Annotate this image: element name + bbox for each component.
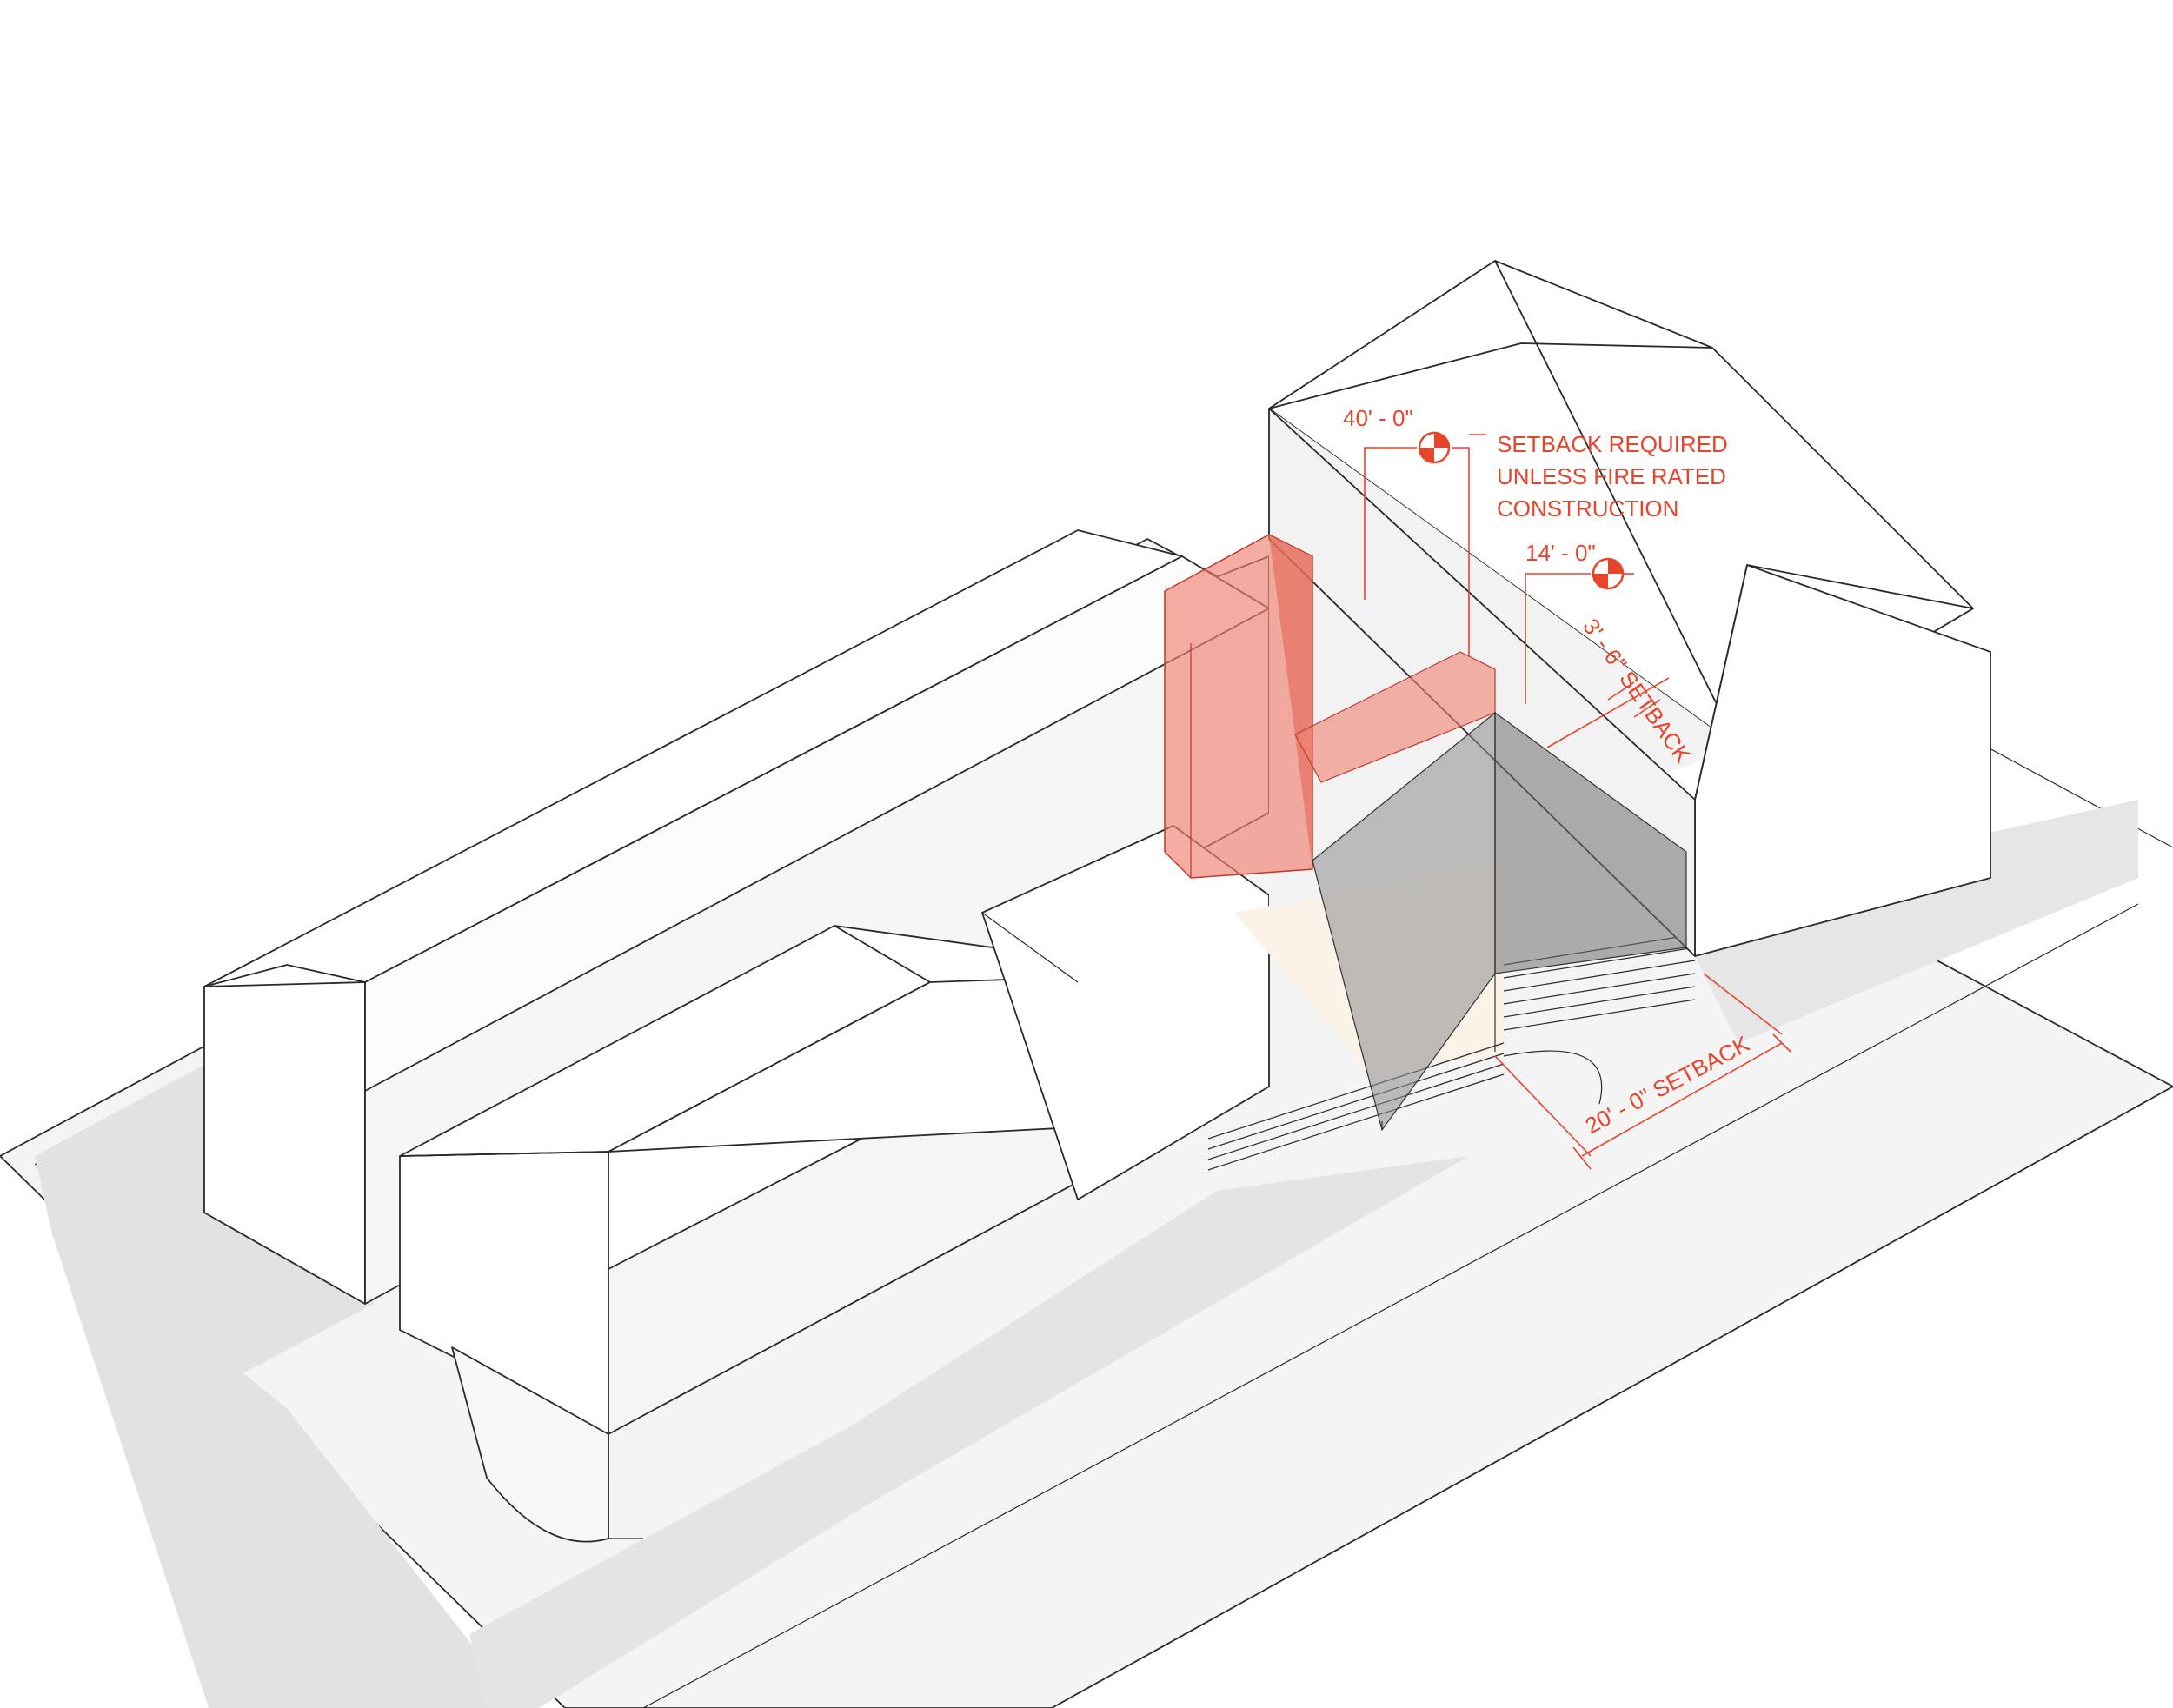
- elevation-marker-14: 14' - 0": [1525, 540, 1634, 704]
- setback-note-line-1: SETBACK REQUIRED: [1497, 431, 1728, 457]
- setback-note: SETBACK REQUIRED UNLESS FIRE RATED CONST…: [1469, 431, 1728, 522]
- elevation-marker-40: 40' - 0": [1343, 405, 1470, 656]
- proposed-volume: [1312, 711, 1687, 1132]
- setback-note-line-2: UNLESS FIRE RATED: [1497, 463, 1726, 489]
- building-shadows: [35, 800, 2138, 1708]
- driveway-curve: [1503, 1050, 1603, 1105]
- neighbor-building-front: [399, 825, 1270, 1543]
- buildable-envelope: [1164, 534, 1496, 879]
- elevation-label-40: 40' - 0": [1343, 405, 1413, 431]
- elevation-label-14: 14' - 0": [1525, 540, 1596, 566]
- setback-note-line-3: CONSTRUCTION: [1497, 495, 1678, 522]
